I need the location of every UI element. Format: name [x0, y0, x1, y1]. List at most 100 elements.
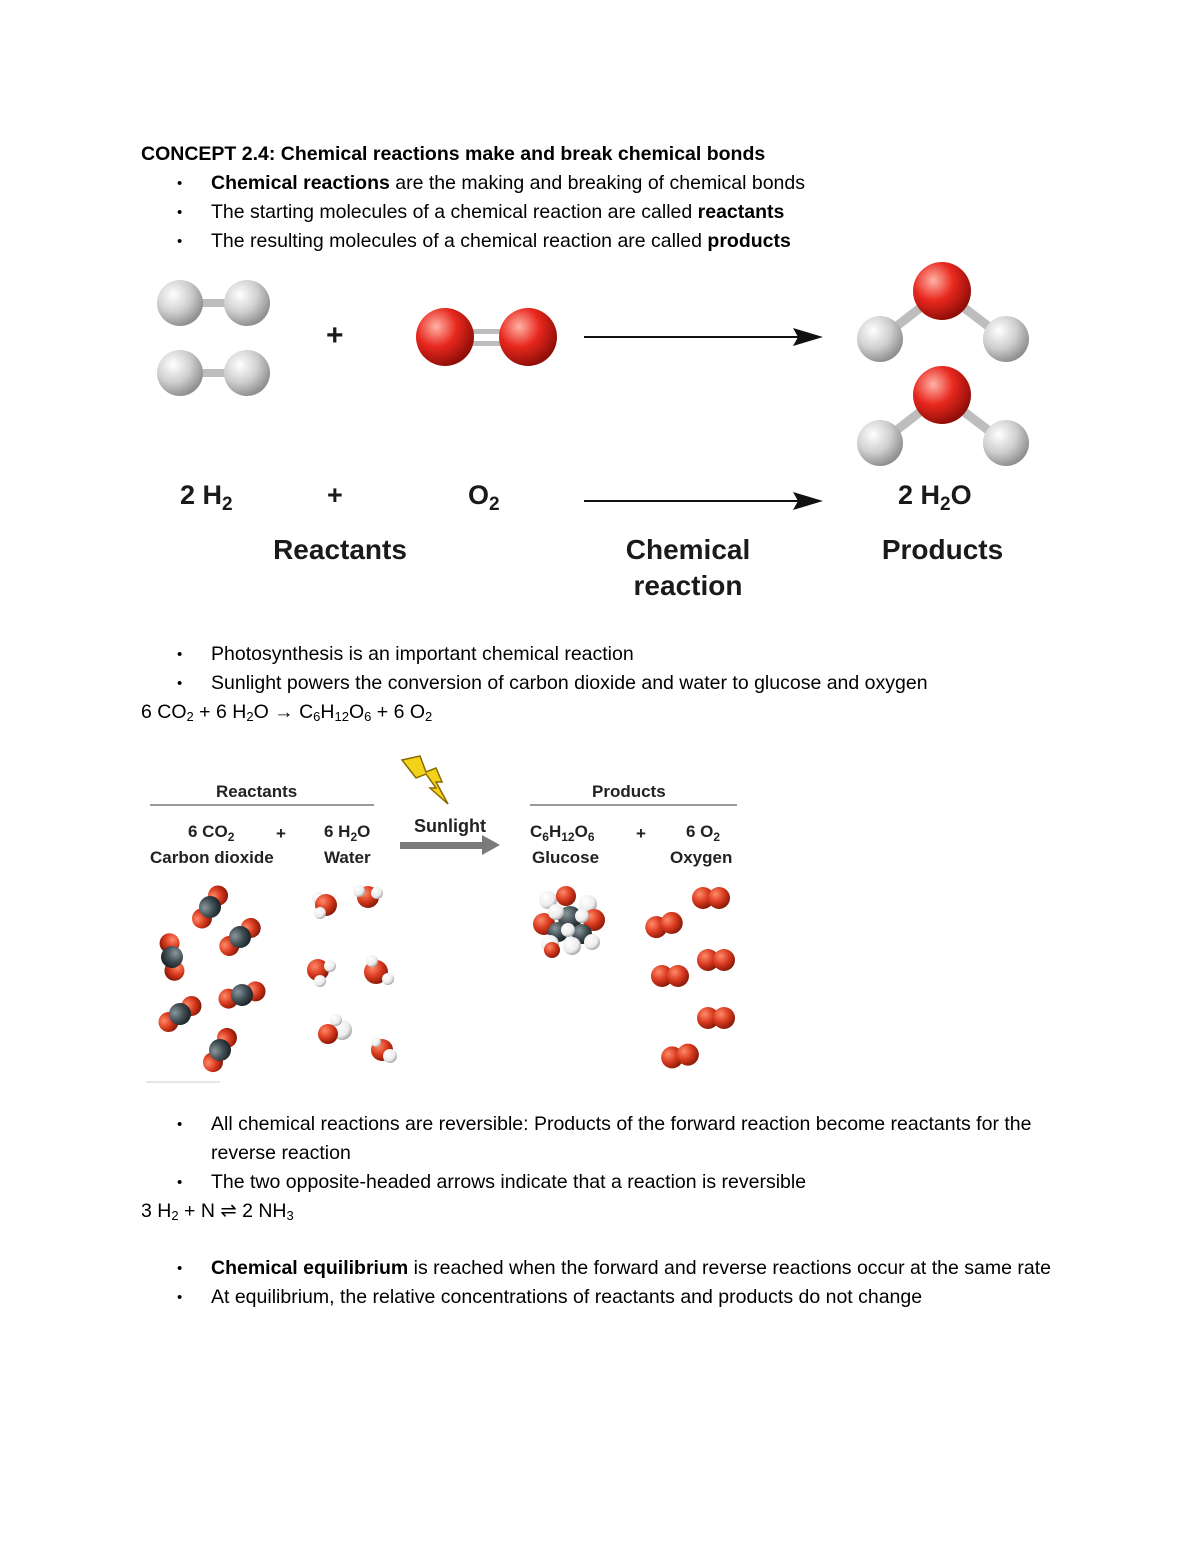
- bullet-reversible: All chemical reactions are reversible: P…: [177, 1110, 1071, 1168]
- label-reaction: reaction: [633, 570, 743, 601]
- bullet-text: is reached when the forward and reverse …: [408, 1257, 1051, 1279]
- plus-sign: +: [276, 824, 286, 843]
- eq-text: + 6 H: [193, 701, 247, 723]
- subscript: 6: [587, 830, 595, 844]
- bullet-sunlight: Sunlight powers the conversion of carbon…: [177, 669, 1071, 698]
- concept-heading: CONCEPT 2.4: Chemical reactions make and…: [141, 143, 766, 165]
- subscript: 2: [713, 830, 721, 844]
- eq-text: 6 CO: [141, 701, 187, 723]
- bullet-products: The resulting molecules of a chemical re…: [177, 227, 1071, 256]
- photosynthesis-diagram: [146, 755, 737, 1083]
- equilibrium-bullets: Chemical equilibrium is reached when the…: [141, 1254, 1071, 1312]
- figure-photosynthesis: Reactants Products Sunlight 6 CO2 + 6 H2…: [140, 752, 760, 1087]
- subscript: 2: [246, 709, 254, 724]
- eq-text: O: [348, 701, 365, 723]
- bullet-photosynthesis: Photosynthesis is an important chemical …: [177, 640, 1071, 669]
- co2-molecules: [158, 885, 266, 1073]
- bullet-text: At equilibrium, the relative concentrati…: [211, 1286, 923, 1308]
- eq-text: O → C: [253, 701, 314, 723]
- label-carbon-dioxide: Carbon dioxide: [150, 848, 274, 867]
- label-chemical: Chemical: [625, 534, 751, 565]
- formula-o2: O2: [468, 480, 500, 514]
- formula-text: O: [357, 822, 371, 841]
- label-products: Products: [881, 534, 1004, 565]
- formula-text: O: [574, 822, 588, 841]
- h2-molecule-bottom: [157, 350, 270, 396]
- formula-2h2: 2 H2: [180, 480, 233, 514]
- water-formation-diagram: [157, 262, 1029, 466]
- section-reversible: All chemical reactions are reversible: P…: [141, 1110, 1071, 1226]
- photosynthesis-equation: 6 CO2 + 6 H2O → C6H12O6 + 6 O2: [141, 698, 1071, 727]
- o2-molecule: [416, 308, 557, 366]
- sunlight-bolt-icon: [400, 755, 449, 805]
- formula-text: O: [950, 480, 972, 510]
- subscript: 3: [286, 1208, 294, 1223]
- hydrogen-atom: [157, 350, 203, 396]
- formula-text: 2 H: [898, 480, 941, 510]
- eq-text: H: [320, 701, 335, 723]
- formula-glucose: C6H12O6: [530, 822, 595, 844]
- eq-text: 3 H: [141, 1200, 172, 1222]
- section-equilibrium: Chemical equilibrium is reached when the…: [141, 1254, 1071, 1312]
- hydrogen-atom: [224, 280, 270, 326]
- formula-text: C: [530, 822, 543, 841]
- subscript: 6: [313, 709, 321, 724]
- eq-text: + N ⇌ 2 NH: [178, 1200, 287, 1222]
- subscript: 6: [364, 709, 372, 724]
- label-water: Water: [324, 848, 371, 867]
- subscript: 2: [940, 494, 951, 515]
- bullet-concentrations: At equilibrium, the relative concentrati…: [177, 1283, 1071, 1312]
- subscript: 2: [227, 830, 235, 844]
- h2-molecule-top: [157, 280, 270, 326]
- term-chemical-equilibrium: Chemical equilibrium: [211, 1257, 409, 1279]
- hydrogen-atom: [857, 420, 903, 466]
- bullet-text: The starting molecules of a chemical rea…: [211, 201, 698, 223]
- figure-water-formation: + 2 H2 + O2 2 H2O Reactants Chemical rea…: [130, 255, 1060, 625]
- section-photosynthesis: Photosynthesis is an important chemical …: [141, 640, 1071, 727]
- oxygen-atom: [416, 308, 474, 366]
- subscript: 12: [561, 830, 575, 844]
- subscript: 2: [425, 709, 433, 724]
- term-chemical-reactions: Chemical reactions: [211, 172, 390, 194]
- subscript: 2: [222, 494, 233, 515]
- plus-sign: +: [636, 824, 646, 843]
- formula-6co2: 6 CO2: [188, 822, 235, 844]
- sunlight-arrow: [400, 835, 500, 855]
- hydrogen-atom: [857, 316, 903, 362]
- formula-text: 6 CO: [188, 822, 228, 841]
- plus-sign-top: +: [326, 319, 344, 352]
- label-glucose: Glucose: [532, 848, 600, 867]
- plus-sign: +: [327, 480, 343, 510]
- bullet-chemical-reactions: Chemical reactions are the making and br…: [177, 169, 1071, 198]
- photosynthesis-bullets: Photosynthesis is an important chemical …: [141, 640, 1071, 698]
- reaction-arrow-top: [584, 328, 823, 346]
- term-reactants: reactants: [697, 201, 785, 223]
- label-sunlight: Sunlight: [414, 816, 486, 836]
- formula-6h2o: 6 H2O: [324, 822, 371, 843]
- concept-bullets: Chemical reactions are the making and br…: [141, 169, 1071, 256]
- oxygen-atom: [499, 308, 557, 366]
- label-products: Products: [592, 782, 666, 801]
- bullet-reactants: The starting molecules of a chemical rea…: [177, 198, 1071, 227]
- formula-text: 6 H: [324, 822, 351, 841]
- label-reactants: Reactants: [216, 782, 298, 801]
- formula-text: O: [468, 480, 490, 510]
- h2o-molecule-bottom: [857, 366, 1029, 466]
- label-reactants: Reactants: [273, 534, 407, 565]
- bullet-text: The resulting molecules of a chemical re…: [211, 230, 708, 252]
- label-oxygen: Oxygen: [670, 848, 733, 867]
- bullet-arrows: The two opposite-headed arrows indicate …: [177, 1168, 1071, 1197]
- formula-text: 6 O: [686, 822, 714, 841]
- hydrogen-atom: [224, 350, 270, 396]
- term-products: products: [707, 230, 791, 252]
- hydrogen-atom: [983, 316, 1029, 362]
- subscript: 2: [186, 709, 194, 724]
- hydrogen-atom: [157, 280, 203, 326]
- bullet-text: are the making and breaking of chemical …: [389, 172, 805, 194]
- formula-text: 2 H: [180, 480, 223, 510]
- equation-arrow: [584, 492, 823, 510]
- subscript: 2: [489, 494, 500, 515]
- o2-molecules: [645, 887, 735, 1069]
- eq-text: + 6 O: [371, 701, 426, 723]
- formula-text: H: [548, 822, 562, 841]
